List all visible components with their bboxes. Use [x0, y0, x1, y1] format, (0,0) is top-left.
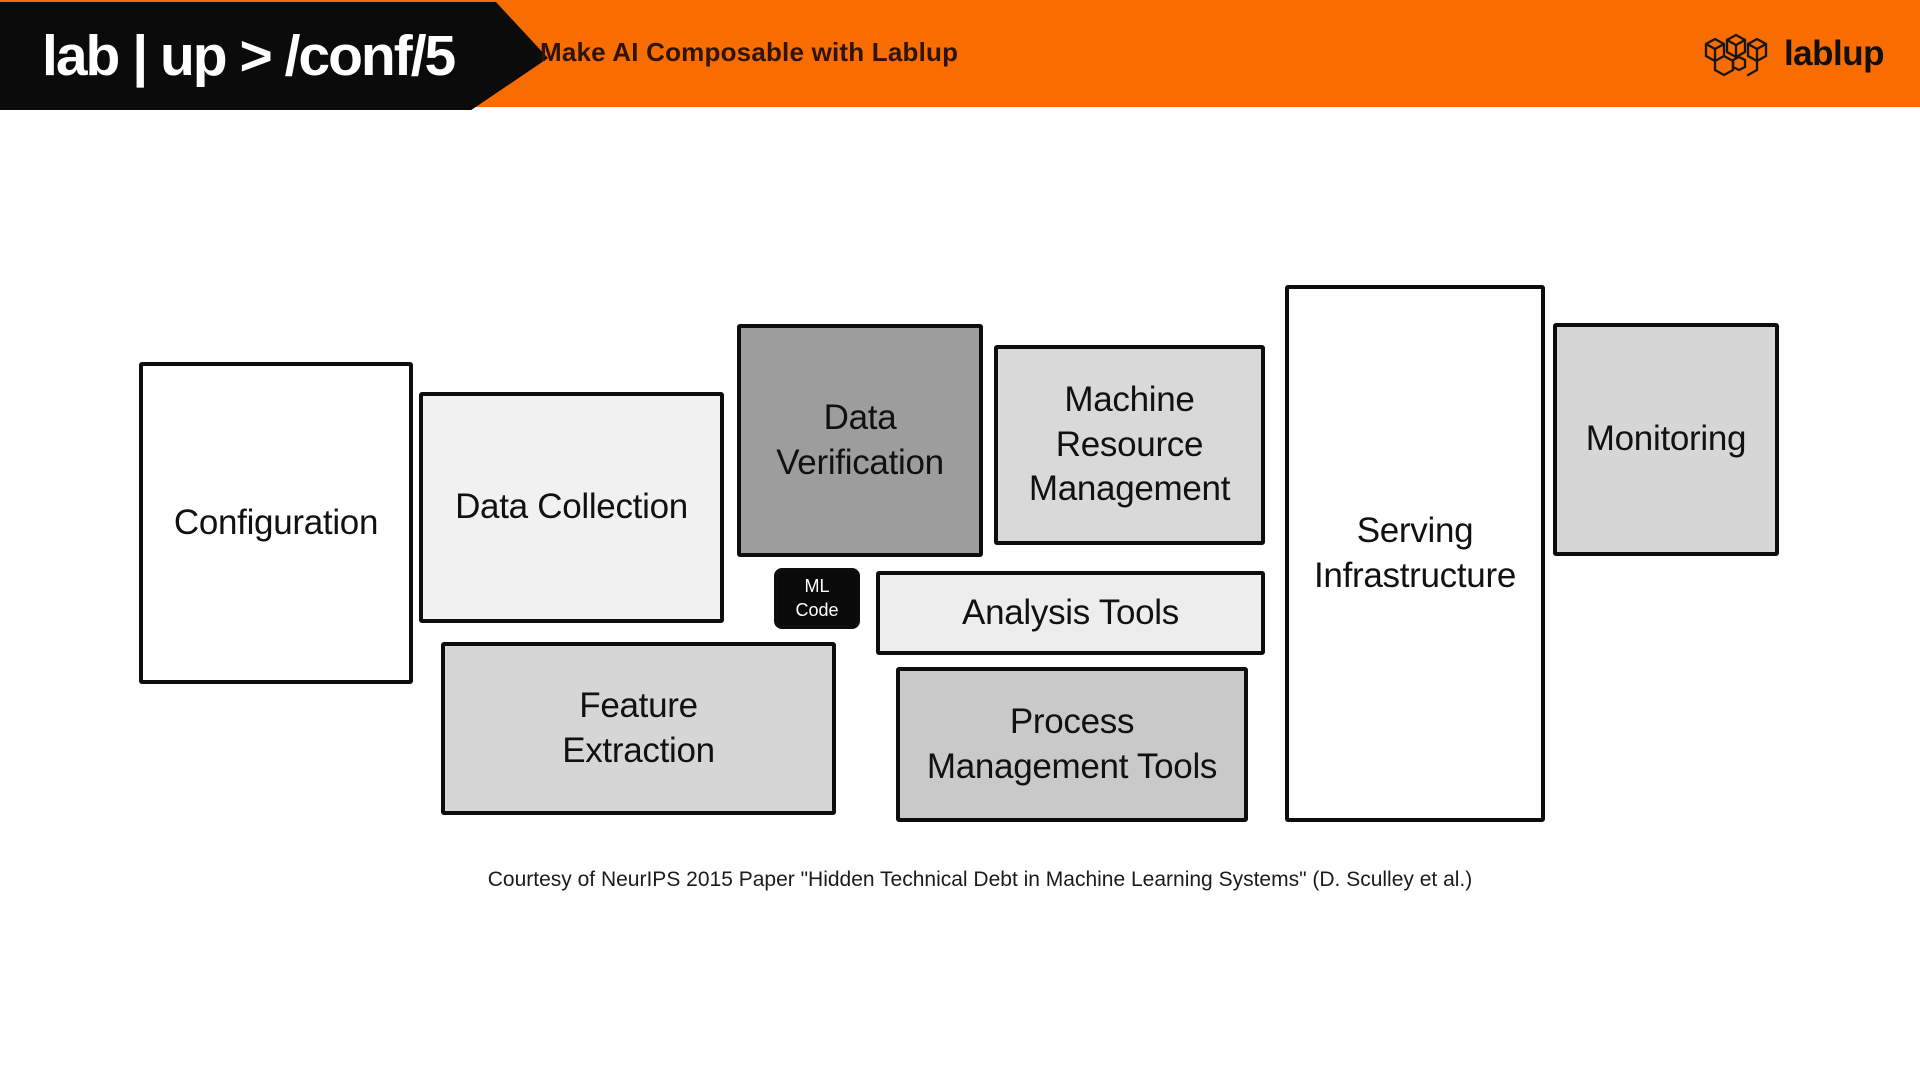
lablup-logo: lablup: [1699, 0, 1885, 107]
lablup-logo-mark: [1704, 33, 1768, 76]
box-label: Configuration: [173, 502, 379, 542]
box-configuration: Configuration: [139, 362, 413, 684]
box-ml-code: ML Code: [774, 568, 860, 629]
box-feature-extraction: Feature Extraction: [441, 642, 836, 815]
box-label: Monitoring: [1585, 419, 1747, 459]
box-label: Process Management Tools: [926, 701, 1218, 786]
figure-caption: Courtesy of NeurIPS 2015 Paper "Hidden T…: [487, 868, 1473, 891]
lablup-logo-text: lablup: [1783, 33, 1885, 73]
box-process-management-tools: Process Management Tools: [896, 667, 1248, 822]
box-data-collection: Data Collection: [419, 392, 724, 623]
box-serving-infrastructure: Serving Infrastructure: [1285, 285, 1545, 822]
box-label: Feature Extraction: [562, 685, 715, 770]
box-label: Data Collection: [455, 487, 688, 527]
box-label: Machine Resource Management: [1028, 379, 1231, 509]
box-label: Analysis Tools: [962, 592, 1179, 632]
box-monitoring: Monitoring: [1553, 323, 1779, 556]
header-subtitle: Make AI Composable with Lablup: [540, 36, 959, 67]
box-machine-resource-management: Machine Resource Management: [994, 345, 1265, 545]
box-analysis-tools: Analysis Tools: [876, 571, 1265, 655]
box-label: ML Code: [795, 576, 839, 620]
brand-title: lab | up > /conf/5: [42, 24, 456, 88]
box-label: Serving Infrastructure: [1314, 510, 1516, 595]
box-data-verification: Data Verification: [737, 324, 983, 557]
brand-flag: lab | up > /conf/5: [0, 2, 548, 110]
box-label: Data Verification: [776, 397, 944, 482]
